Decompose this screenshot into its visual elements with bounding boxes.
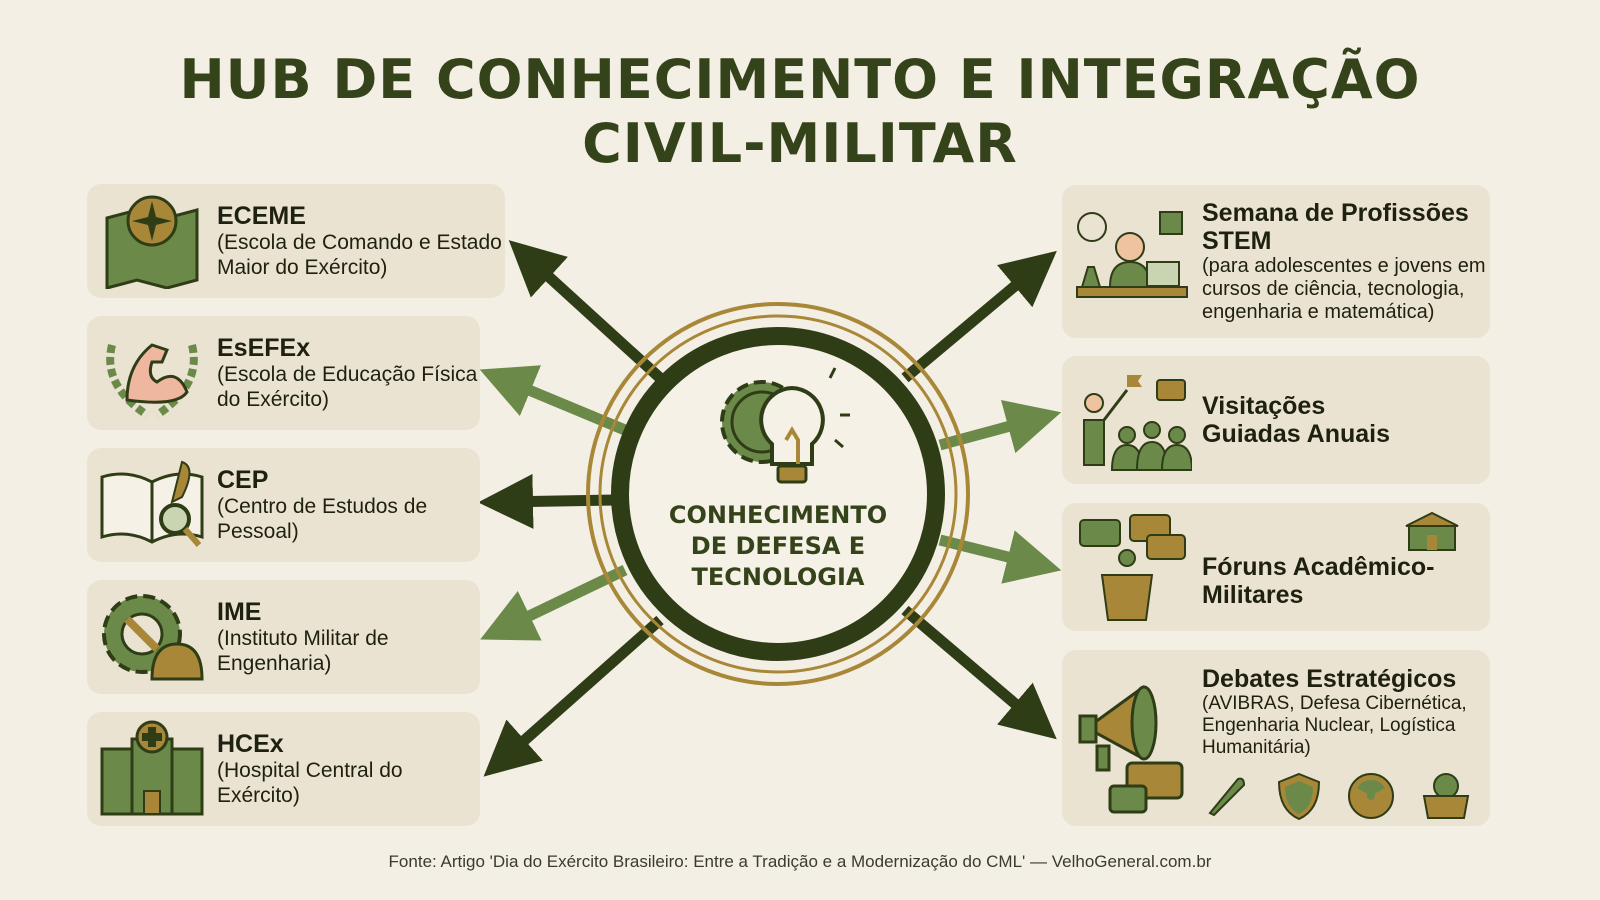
card-desc: (Instituto Militar de Engenharia) [217, 627, 389, 675]
card-desc: (Centro de Estudos de Pessoal) [217, 495, 428, 543]
card-eceme: ECEME(Escola de Comando e Estado Maior d… [87, 184, 505, 298]
arrow-visitacoes [938, 400, 1062, 454]
hospital-icon [87, 712, 217, 826]
card-esefex: EsEFEx(Escola de Educação Física do Exér… [87, 316, 480, 430]
card-visitacoes: Visitações Guiadas Anuais [1062, 356, 1490, 484]
gear-lightbulb-icon [720, 367, 850, 484]
rocket-icon [1208, 777, 1246, 817]
card-title: HCEx [217, 730, 284, 758]
arrow-hcex [483, 615, 664, 777]
card-foruns: Fóruns Acadêmico-Militares [1062, 503, 1490, 631]
card-title: ECEME [217, 202, 306, 230]
card-title: IME [217, 598, 262, 626]
arrow-cep [478, 473, 616, 529]
footer-source: Fonte: Artigo 'Dia do Exército Brasileir… [388, 852, 1212, 871]
cyber-shield-icon [1277, 772, 1321, 821]
globe-box-icon [1422, 773, 1470, 819]
card-title: Fóruns Acadêmico-Militares [1202, 553, 1435, 609]
card-title: Debates Estratégicos [1202, 665, 1457, 693]
card-title: CEP [217, 466, 269, 494]
card-desc: (Hospital Central do Exército) [217, 759, 403, 807]
radiation-icon [1348, 773, 1394, 819]
card-title: Visitações Guiadas Anuais [1202, 392, 1391, 448]
card-hcex: HCEx(Hospital Central do Exército) [87, 712, 480, 826]
arrow-foruns [938, 530, 1062, 584]
school-building-icon [1402, 508, 1462, 552]
card-ime: IME(Instituto Militar de Engenharia) [87, 580, 480, 694]
guide-group-icon [1062, 356, 1202, 484]
forum-podium-icon [1062, 503, 1202, 631]
flexed-arm-laurel-icon [87, 316, 217, 430]
arrow-ime [480, 565, 628, 641]
card-stem: Semana de Profissões STEM(para adolescen… [1062, 185, 1490, 338]
card-desc: (Escola de Educação Física do Exército) [217, 363, 478, 411]
card-desc: (para adolescentes e jovens em cursos de… [1202, 255, 1486, 323]
card-title: Semana de Profissões STEM [1202, 199, 1469, 255]
student-lab-desk-icon [1062, 185, 1202, 338]
megaphone-icon [1062, 650, 1202, 826]
title-line-2: CIVIL-MILITAR [582, 112, 1018, 175]
card-desc: (AVIBRAS, Defesa Cibernética, Engenharia… [1202, 693, 1467, 758]
title-line-1: HUB DE CONHECIMENTO E INTEGRAÇÃO [179, 48, 1421, 111]
card-debates: Debates Estratégicos(AVIBRAS, Defesa Cib… [1062, 650, 1490, 826]
book-magnifier-icon [87, 448, 217, 562]
arrows [478, 240, 1062, 777]
arrow-eceme [508, 240, 664, 383]
card-cep: CEP(Centro de Estudos de Pessoal) [87, 448, 480, 562]
center-label: CONHECIMENTO DE DEFESA E TECNOLOGIA [668, 501, 888, 591]
card-title: EsEFEx [217, 334, 311, 362]
arrow-esefex [479, 365, 628, 436]
arrow-stem [901, 250, 1057, 383]
gear-wrench-helmet-icon [87, 580, 217, 694]
arrow-debates [901, 605, 1057, 740]
compass-map-icon [87, 184, 217, 298]
card-desc: (Escola de Comando e Estado Maior do Exé… [217, 231, 502, 279]
